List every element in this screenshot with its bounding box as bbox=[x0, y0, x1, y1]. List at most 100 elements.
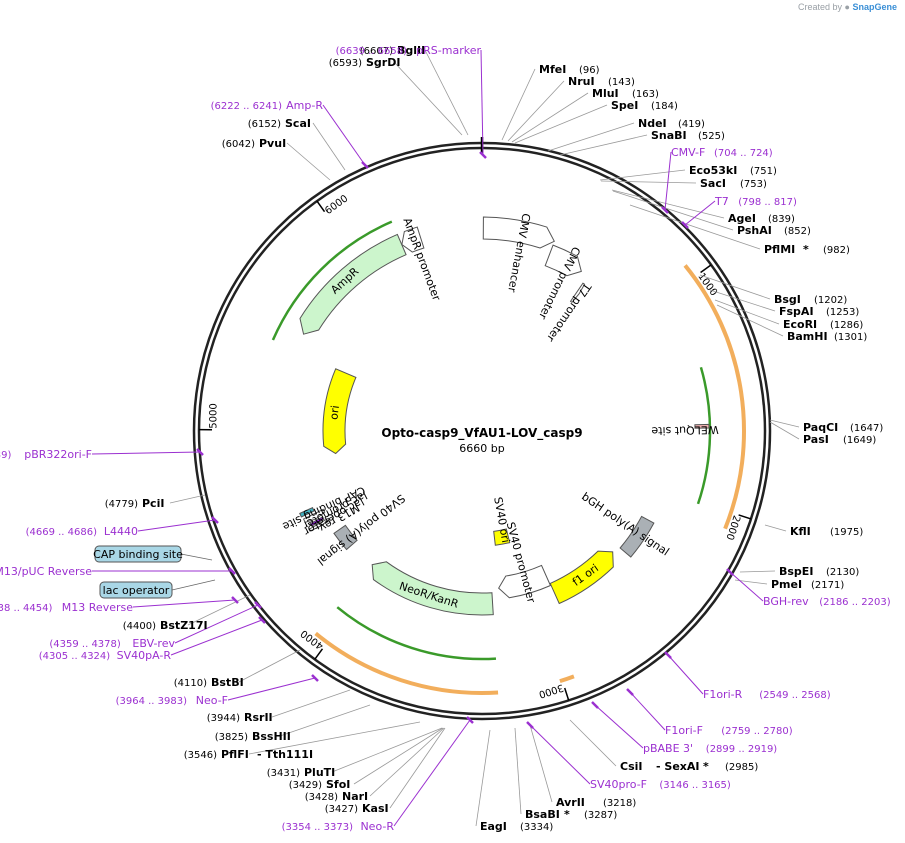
primer-binding-mark bbox=[681, 221, 689, 229]
primer-f1ori-r: F1ori-R(2549 .. 2568) bbox=[703, 688, 831, 701]
restriction-site-nari: NarI(3428) bbox=[305, 790, 368, 803]
restriction-site-eco53ki: Eco53kI(751) bbox=[689, 164, 777, 177]
primer-range: (3354 .. 3373) bbox=[282, 822, 354, 833]
leader-line bbox=[169, 494, 206, 504]
primer-leader-line bbox=[684, 200, 716, 226]
leader-line bbox=[547, 122, 635, 152]
site-position: (6042) bbox=[222, 139, 255, 150]
boxed-label-lac-operator: lac operator bbox=[99, 581, 173, 599]
primer-leader-line bbox=[729, 571, 764, 602]
site-name: BstZ17I bbox=[160, 619, 208, 632]
primer-leader-line bbox=[629, 691, 666, 731]
site-position: (3944) bbox=[207, 713, 240, 724]
boxed-label-text: CAP binding site bbox=[93, 548, 183, 561]
leader-line bbox=[187, 594, 251, 626]
primer-f1ori-f: F1ori-F(2759 .. 2780) bbox=[665, 724, 793, 737]
primer-binding-mark bbox=[311, 674, 319, 682]
primer-prs-marker: pRS-marker(6639 .. 6658) bbox=[336, 44, 482, 57]
site-position: (2130) bbox=[826, 567, 859, 578]
primer-leader-line bbox=[393, 719, 471, 827]
leader-line bbox=[507, 80, 565, 142]
primer-m13-reverse: M13 Reverse(4438 .. 4454) bbox=[0, 601, 133, 614]
primer-range: (4920 .. 4939) bbox=[0, 450, 11, 461]
feature-neor-kanr bbox=[371, 561, 494, 616]
site-name: PflMI bbox=[764, 243, 795, 256]
site-position: (1649) bbox=[843, 435, 876, 446]
feature-lac-operator bbox=[309, 516, 325, 527]
leader-line bbox=[514, 727, 522, 815]
site-position: (3431) bbox=[267, 768, 300, 779]
primer-name: SV40pA-R bbox=[117, 649, 172, 662]
primer-name: CMV-F bbox=[671, 146, 705, 159]
site-name: AgeI bbox=[728, 212, 756, 225]
site-name: NruI bbox=[568, 75, 595, 88]
boxed-label-box bbox=[94, 545, 182, 563]
primer-pbabe-3: pBABE 3'(2899 .. 2919) bbox=[643, 742, 777, 755]
boxed-leader-line bbox=[171, 579, 216, 591]
site-name: BstBI bbox=[211, 676, 244, 689]
primer-name: pRS-marker bbox=[416, 44, 481, 57]
leader-line bbox=[279, 704, 371, 737]
tick-label: 5000 bbox=[208, 403, 219, 429]
restriction-site-bsabi: BsaBI *(3287) bbox=[525, 808, 617, 821]
orf-direction-line bbox=[271, 220, 393, 341]
leader-line bbox=[514, 104, 608, 144]
leader-line bbox=[714, 299, 780, 325]
leader-line bbox=[600, 180, 697, 184]
primer-leader-line bbox=[322, 104, 366, 166]
restriction-site-nrui: NruI (143) bbox=[568, 75, 635, 88]
leader-line bbox=[611, 189, 725, 219]
primer-binding-mark bbox=[258, 616, 266, 624]
leader-line bbox=[369, 727, 445, 797]
primer-leader-line bbox=[174, 604, 259, 644]
leader-line bbox=[286, 142, 331, 181]
primer-binding-mark bbox=[661, 206, 669, 214]
restriction-site-kasi: KasI(3427) bbox=[325, 802, 389, 815]
leader-line bbox=[475, 729, 491, 827]
feature-ampr-promoter bbox=[401, 226, 425, 253]
feature-lac-promoter bbox=[302, 508, 326, 523]
primer-leader-line bbox=[91, 451, 201, 455]
primer-range: (2759 .. 2780) bbox=[721, 726, 793, 737]
site-name: PshAI bbox=[737, 224, 772, 237]
primer-sv40pa-r: SV40pA-R(4305 .. 4324) bbox=[39, 649, 172, 662]
primer-leader-line bbox=[594, 704, 644, 749]
site-combo-name: - Tth111I bbox=[257, 748, 313, 761]
site-name: PflFI bbox=[221, 748, 249, 761]
leader-line bbox=[739, 570, 776, 573]
primer-binding-mark bbox=[196, 448, 204, 456]
primer-binding-mark bbox=[526, 721, 534, 729]
primer-name: pBABE 3' bbox=[643, 742, 693, 755]
site-position: (6593) bbox=[329, 58, 362, 69]
site-position: (1286) bbox=[830, 320, 863, 331]
leader-line bbox=[716, 304, 784, 337]
feature-bgh-poly-a-signal bbox=[619, 515, 655, 558]
site-name: PluTI bbox=[304, 766, 335, 779]
restriction-site-bspei: BspEI(2130) bbox=[779, 565, 859, 578]
site-name: SpeI bbox=[611, 99, 638, 112]
restriction-site-pmei: PmeI(2171) bbox=[771, 578, 844, 591]
site-position: (3546) bbox=[184, 750, 217, 761]
leader-line bbox=[312, 122, 346, 171]
leader-line bbox=[248, 721, 421, 755]
site-position: (143) bbox=[608, 77, 635, 88]
restriction-site-rsrii: RsrII(3944) bbox=[207, 711, 273, 724]
primer-name: Amp-R bbox=[286, 99, 323, 112]
site-position: (184) bbox=[651, 101, 678, 112]
site-labels: BglII(6607)SgrDI(6593)MfeI(96)NruI(143)M… bbox=[0, 44, 891, 833]
site-star: * bbox=[803, 243, 809, 256]
site-position: (1975) bbox=[830, 527, 863, 538]
leader-line bbox=[599, 169, 686, 181]
site-name: SnaBI bbox=[651, 129, 687, 142]
plasmid-backbone bbox=[192, 137, 772, 721]
feature-label: ori bbox=[327, 405, 342, 421]
restriction-site-eagi: EagI (3334) bbox=[480, 820, 553, 833]
site-position: (3334) bbox=[520, 822, 553, 833]
orf-arc bbox=[683, 264, 746, 530]
primer-binding-mark bbox=[361, 161, 369, 169]
site-name: EagI bbox=[480, 820, 507, 833]
site-position: (1202) bbox=[814, 295, 847, 306]
orf-arc bbox=[559, 674, 575, 684]
